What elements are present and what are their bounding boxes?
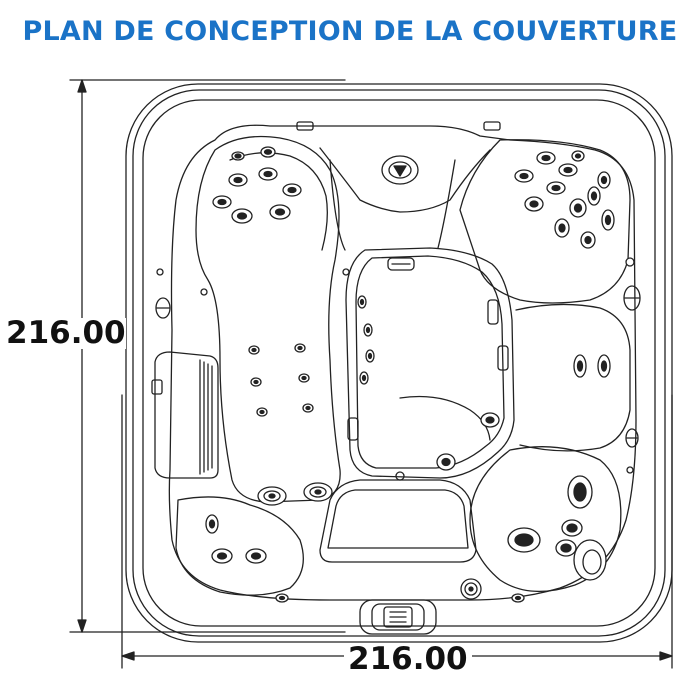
diverter-valve <box>460 578 482 600</box>
corner-seat-right <box>459 139 631 304</box>
footwell-jets-rect <box>347 299 509 441</box>
width-dimension-label: 216.00 <box>344 644 472 675</box>
entry-step <box>319 479 477 563</box>
top-light <box>381 155 419 185</box>
headrest-pillow <box>154 351 219 479</box>
footwell-pillow <box>387 257 415 271</box>
inner-basin <box>168 124 637 601</box>
height-dimension-line <box>69 79 346 633</box>
page-title: PLAN DE CONCEPTION DE LA COUVERTURE <box>22 16 678 47</box>
tub-rim <box>142 99 656 627</box>
tub-outer-shell-inner-line <box>132 89 666 637</box>
jets <box>156 146 635 603</box>
air-controls <box>155 285 641 448</box>
lounger-seat <box>195 135 341 503</box>
skimmer-filter <box>359 599 437 635</box>
corner-seat-bottom-right <box>469 446 622 593</box>
side-seat-right <box>515 303 631 452</box>
tub-outer-shell <box>125 83 673 643</box>
footwell <box>345 247 515 479</box>
height-dimension-label: 216.00 <box>6 315 126 351</box>
side-seat-bottom-left <box>175 496 304 596</box>
